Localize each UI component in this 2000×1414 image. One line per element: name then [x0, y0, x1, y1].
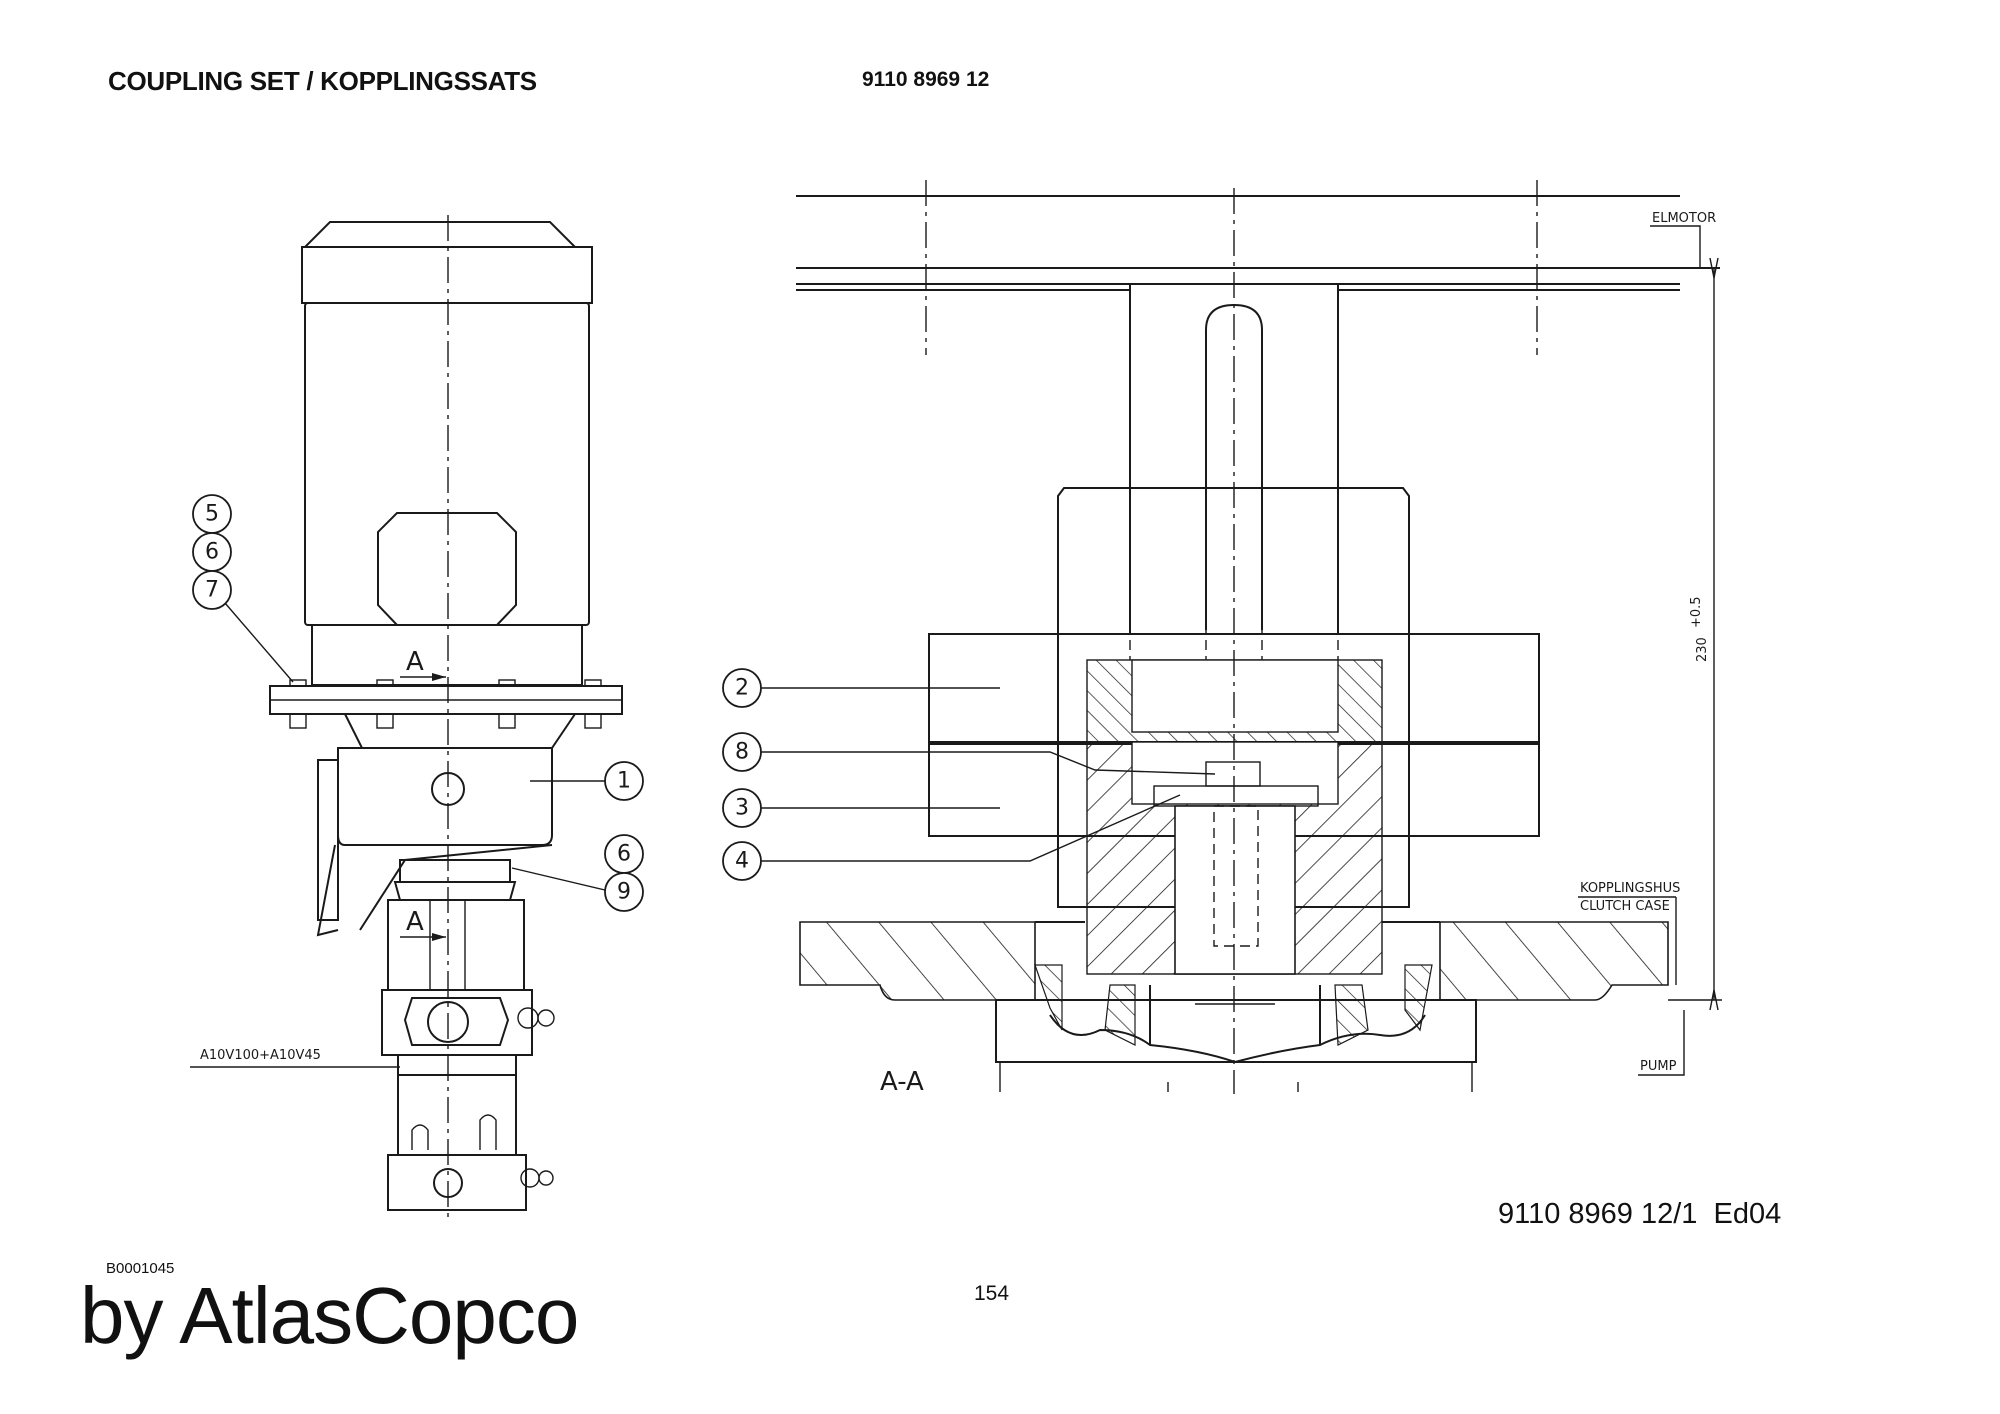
pump-flange: [995, 999, 1477, 1063]
upper-hub: [1057, 487, 1410, 908]
svg-text:8: 8: [735, 740, 749, 765]
brand-footer: by AtlasCopco: [80, 1271, 579, 1360]
callout-8: 8: [722, 732, 762, 772]
clutch-case-label-sv: KOPPLINGSHUS: [1580, 881, 1680, 896]
flange-bolts: [289, 679, 602, 729]
motor-fan-cover: [301, 246, 593, 304]
callout-3: 3: [722, 788, 762, 828]
svg-text:6: 6: [205, 540, 219, 565]
motor-top-cap: [302, 221, 578, 248]
dimension-tolerance: +0.5: [1689, 596, 1704, 628]
bolt-hidden: [1213, 805, 1259, 947]
pump-lower-port-block: [387, 1154, 527, 1211]
page-number: 154: [974, 1282, 1010, 1305]
part-number: 9110 8969 12: [862, 68, 990, 91]
left-view-assembly: A A A10V100+A10V45 5 6 7 1 6 9: [190, 215, 644, 1220]
section-marker-upper: A: [400, 647, 446, 681]
motor-flange-neck: [311, 624, 583, 686]
callout-2: 2: [722, 668, 762, 708]
motor-body: [304, 302, 590, 626]
callout-7: 7: [192, 570, 232, 610]
drawing-reference: 9110 8969 12/1 Ed04: [1498, 1198, 1782, 1230]
svg-text:1: 1: [617, 769, 631, 794]
clutch-case-label-en: CLUTCH CASE: [1580, 899, 1670, 914]
callout-5: 5: [192, 494, 232, 534]
section-marker-label-lower: A: [406, 907, 424, 937]
section-view-aa: 230 +0.5 ELMOTOR KOPPLINGSHUS CLUTCH CAS…: [722, 180, 1722, 1097]
svg-text:6: 6: [617, 842, 631, 867]
svg-text:5: 5: [205, 502, 219, 527]
pump-shaft-bore: [1174, 805, 1296, 975]
callout-6b: 6: [604, 834, 644, 874]
svg-text:2: 2: [735, 676, 749, 701]
callout-4: 4: [722, 841, 762, 881]
dimension-value: 230: [1695, 637, 1710, 662]
svg-text:4: 4: [735, 849, 749, 874]
callout-9: 9: [604, 872, 644, 912]
pump-label: PUMP: [1640, 1059, 1677, 1074]
callout-6: 6: [192, 532, 232, 572]
image-code: B0001045: [106, 1260, 175, 1277]
coupling-housing: [337, 747, 553, 846]
clutch-case-right: [1439, 921, 1669, 1001]
coupling-housing-taper: [344, 713, 576, 749]
elmotor-label: ELMOTOR: [1652, 211, 1716, 226]
page-title: COUPLING SET / KOPPLINGSSATS: [108, 66, 537, 96]
callout-1: 1: [604, 761, 644, 801]
mounting-bracket: [317, 759, 339, 921]
terminal-box: [377, 512, 517, 626]
clutch-case-left: [799, 921, 1036, 1001]
pump-lower-body: [397, 1074, 517, 1156]
section-title: A-A: [880, 1067, 924, 1097]
svg-text:7: 7: [205, 578, 219, 603]
section-marker-lower: A: [400, 907, 446, 941]
section-marker-label-upper: A: [406, 647, 424, 677]
svg-text:3: 3: [735, 796, 749, 821]
pump-model-label: A10V100+A10V45: [200, 1048, 321, 1063]
svg-text:9: 9: [617, 880, 631, 905]
